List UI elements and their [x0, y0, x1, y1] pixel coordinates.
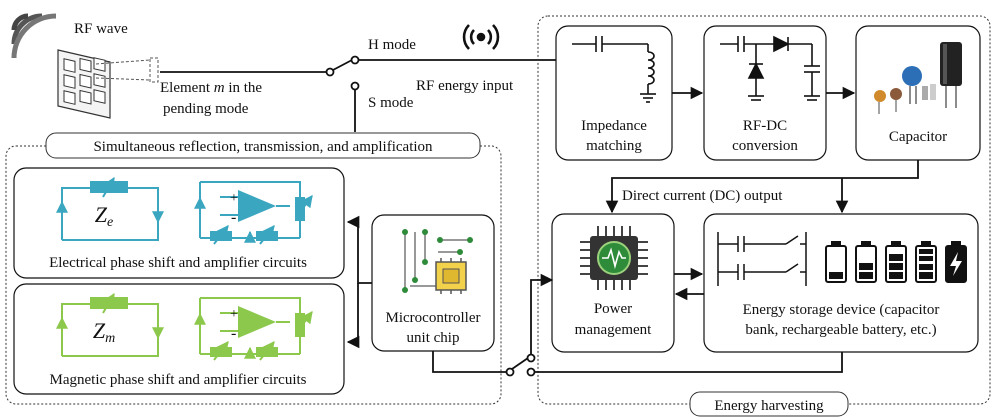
- battery-levels-icon: [825, 241, 967, 283]
- power-label-line1: Power: [594, 301, 632, 317]
- zm-label: Zm: [93, 318, 115, 346]
- electrical-phase-shift-circuit: [56, 176, 164, 241]
- rf-energy-input-label: RF energy input: [416, 78, 514, 94]
- electrical-minus-sign: -: [231, 209, 236, 226]
- storage-label-line1: Energy storage device (capacitor: [743, 302, 940, 318]
- antenna-signal-icon: [462, 24, 500, 50]
- power-label-line2: management: [575, 322, 652, 338]
- impedance-label-line1: Impedance: [581, 118, 647, 134]
- dc-output-label: Direct current (DC) output: [622, 188, 783, 204]
- srt-title: Simultaneous reflection, transmission, a…: [93, 139, 433, 155]
- microcontroller-label-line1: Microcontroller: [386, 310, 481, 326]
- capacitor-label: Capacitor: [889, 129, 947, 145]
- rf-dc-label-line2: conversion: [732, 138, 798, 154]
- electrical-plus-sign: +: [230, 191, 238, 206]
- energy-harvesting-region: [537, 15, 991, 405]
- magnetic-minus-sign: -: [231, 325, 236, 342]
- power-chip-icon: [580, 226, 648, 290]
- mode-switch: [160, 55, 556, 132]
- s-mode-label: S mode: [368, 95, 414, 111]
- element-label-line2: pending mode: [163, 101, 249, 117]
- magnetic-plus-sign: +: [230, 307, 238, 322]
- power-storage-arrows: [674, 267, 704, 301]
- srt-title-box: [45, 132, 481, 159]
- rf-dc-label-line1: RF-DC: [743, 118, 787, 134]
- impedance-matching-circuit-icon: [572, 36, 656, 103]
- capacitor-bank-icon: [717, 232, 807, 286]
- electrical-circuit-label: Electrical phase shift and amplifier cir…: [49, 255, 307, 271]
- magnetic-circuit-box: [13, 283, 345, 395]
- ze-label: Ze: [95, 202, 113, 230]
- capacitors-icon: [874, 42, 962, 114]
- element-label-line1: Element m in the: [160, 80, 262, 96]
- rf-wave-icon: [11, 13, 57, 59]
- energy-harvesting-title-box: [689, 391, 849, 417]
- mcu-to-circuits-arrows: [346, 215, 372, 349]
- electrical-amplifier-circuit: [194, 181, 313, 245]
- h-mode-label: H mode: [368, 37, 416, 53]
- electrical-circuit-box: [13, 167, 345, 279]
- power-supply-switch: [432, 273, 843, 377]
- microcontroller-chip-icon: [402, 229, 473, 294]
- impedance-label-line2: matching: [586, 138, 642, 154]
- magnetic-circuit-label: Magnetic phase shift and amplifier circu…: [50, 372, 307, 388]
- metasurface-element-icon: [57, 49, 159, 119]
- storage-label-line2: bank, rechargeable battery, etc.): [745, 322, 936, 338]
- rf-wave-label: RF wave: [74, 21, 128, 37]
- rf-dc-rectifier-icon: [720, 35, 820, 101]
- magnetic-amplifier-circuit: [194, 297, 313, 361]
- harvesting-chain-arrows: [605, 86, 919, 214]
- energy-harvesting-title: Energy harvesting: [714, 398, 824, 414]
- microcontroller-label-line2: unit chip: [407, 330, 460, 346]
- magnetic-phase-shift-circuit: [56, 292, 164, 357]
